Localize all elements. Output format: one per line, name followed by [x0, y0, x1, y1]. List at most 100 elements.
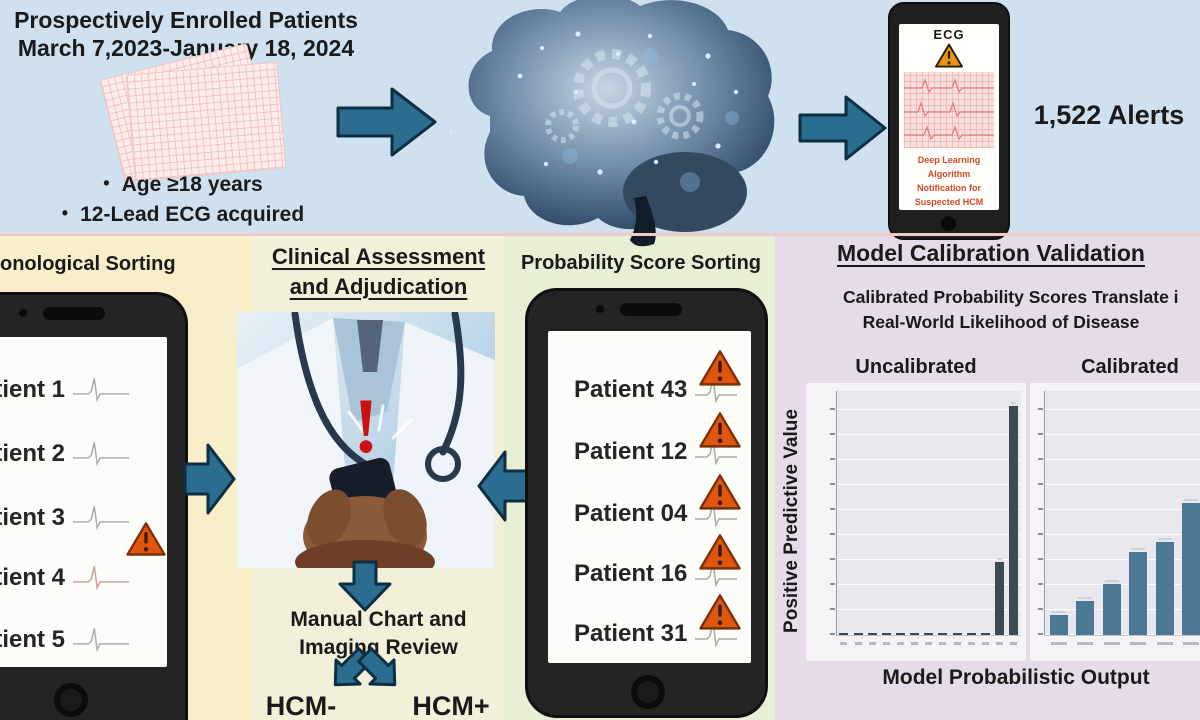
patient-label: Patient 43 — [574, 376, 688, 403]
clinical-title: Clinical Assessment and Adjudication — [252, 242, 505, 301]
patient-label: Patient 04 — [574, 500, 688, 527]
x-tick-mark — [982, 642, 990, 645]
error-bar-cap — [1078, 597, 1092, 599]
uncalibrated-chart-panel — [806, 383, 1026, 661]
flow-arrow-right-icon — [183, 443, 236, 515]
ecg-sheet — [125, 61, 287, 182]
patient-label: atient 3 — [0, 504, 66, 531]
x-tick-mark — [869, 642, 877, 645]
svg-text:!: ! — [353, 382, 379, 469]
home-button — [631, 675, 665, 709]
calibration-subtitle-line1: Calibrated Probability Scores Translate … — [843, 287, 1179, 307]
ecg-trace-icon — [73, 442, 130, 467]
alert-phone: ECG Deep Learning Algorithm Notific — [888, 2, 1010, 240]
calibrated-chart-label: Calibrated — [1081, 356, 1179, 378]
bar — [839, 633, 849, 635]
x-tick-mark — [1183, 642, 1199, 645]
x-tick-mark — [1077, 642, 1093, 645]
fork-arrow-icon — [333, 647, 397, 687]
bar — [924, 633, 934, 635]
bar — [854, 633, 864, 635]
probability-phone: Patient 43 Patient 12 Patient 04 — [525, 288, 768, 718]
bullet-icon: • — [103, 173, 110, 193]
ecg-strip — [904, 72, 994, 148]
patient-label: atient 4 — [0, 564, 66, 591]
x-tick-mark — [840, 642, 848, 645]
patient-label: Patient 31 — [574, 620, 688, 647]
hcm-negative-label: HCM- — [265, 691, 337, 720]
bar — [1009, 406, 1019, 635]
bar — [938, 633, 948, 635]
ecg-trace-icon — [73, 628, 130, 653]
y-axis-ticks — [1038, 391, 1043, 635]
uncalibrated-chart-label: Uncalibrated — [855, 356, 977, 378]
error-bar-cap — [1131, 548, 1145, 550]
ai-brain-image — [450, 0, 775, 247]
camera-icon — [596, 305, 604, 313]
bar — [995, 562, 1005, 635]
calibration-subtitle-line2: Real-World Likelihood of Disease — [862, 312, 1140, 332]
x-tick-mark — [1130, 642, 1146, 645]
chronological-screen: atient 1 atient 2 atient 3 atient 4 — [0, 337, 167, 667]
flow-arrow-left-icon — [477, 450, 530, 522]
bar — [1182, 503, 1200, 635]
bullet-age: Age ≥18 years — [121, 173, 263, 196]
x-tick-mark — [968, 642, 976, 645]
x-tick-mark — [1010, 642, 1018, 645]
flow-arrow-right-icon — [798, 95, 887, 161]
speaker-icon — [43, 307, 105, 320]
flow-arrow-right-icon — [336, 87, 437, 157]
patient-label: Patient 12 — [574, 438, 688, 465]
ecg-trace-icon — [73, 378, 130, 403]
enrollment-title: Prospectively Enrolled Patients March 7,… — [14, 6, 358, 62]
bar — [1076, 601, 1094, 635]
ecg-trace-icon — [73, 506, 130, 531]
warning-triangle-icon — [126, 522, 166, 556]
home-button — [941, 216, 956, 231]
hcm-positive-label: HCM+ — [412, 691, 490, 720]
y-axis-label: Positive Predictive Value — [781, 409, 802, 633]
clinician-photo: ! — [237, 312, 495, 568]
x-tick-mark — [925, 642, 933, 645]
ecg-app-label: ECG — [933, 27, 965, 42]
ecg-paper-stack — [99, 43, 287, 184]
chronological-phone: atient 1 atient 2 atient 3 atient 4 — [0, 292, 188, 720]
error-bar-cap — [1158, 538, 1172, 540]
manual-review-line1: Manual Chart and — [290, 608, 467, 631]
enrollment-title-line2: March 7,2023-January 18, 2024 — [17, 35, 355, 62]
x-tick-mark — [1157, 642, 1173, 645]
enrollment-bullets: • Age ≥18 years • 12-Lead ECG acquired — [18, 170, 348, 231]
x-axis-label: Model Probabilistic Output — [882, 666, 1150, 689]
alert-phone-screen: ECG Deep Learning Algorithm Notific — [899, 24, 999, 210]
manual-review-line2: Imaging Review — [299, 635, 458, 659]
bar — [1156, 542, 1174, 635]
flow-arrow-down-icon — [338, 560, 392, 612]
alert-notification-text: Deep Learning Algorithm Notification for… — [914, 155, 984, 207]
error-bar-cap — [997, 558, 1003, 560]
bar — [953, 633, 963, 635]
probability-title: Probability Score Sorting — [520, 252, 762, 274]
bullet-ecg: 12-Lead ECG acquired — [80, 203, 305, 227]
x-tick-mark — [939, 642, 947, 645]
bar — [896, 633, 906, 635]
error-bar-cap — [1011, 402, 1017, 404]
warning-triangle-icon — [699, 534, 741, 570]
warning-triangle-icon — [699, 594, 741, 630]
section-divider — [0, 233, 1200, 236]
bullet-icon: • — [61, 203, 69, 224]
error-bar-cap — [1105, 580, 1119, 582]
x-tick-mark — [1051, 642, 1067, 645]
warning-triangle-icon — [699, 412, 741, 448]
calibration-title: Model Calibration Validation — [837, 240, 1145, 266]
patient-label: atient 1 — [0, 376, 66, 403]
bar — [882, 633, 892, 635]
probability-screen: Patient 43 Patient 12 Patient 04 — [548, 331, 751, 663]
bar — [1050, 615, 1068, 635]
warning-triangle-icon — [935, 43, 963, 68]
bar — [868, 633, 878, 635]
x-tick-mark — [855, 642, 863, 645]
x-tick-mark — [911, 642, 919, 645]
bar — [967, 633, 977, 635]
x-tick-mark — [897, 642, 905, 645]
